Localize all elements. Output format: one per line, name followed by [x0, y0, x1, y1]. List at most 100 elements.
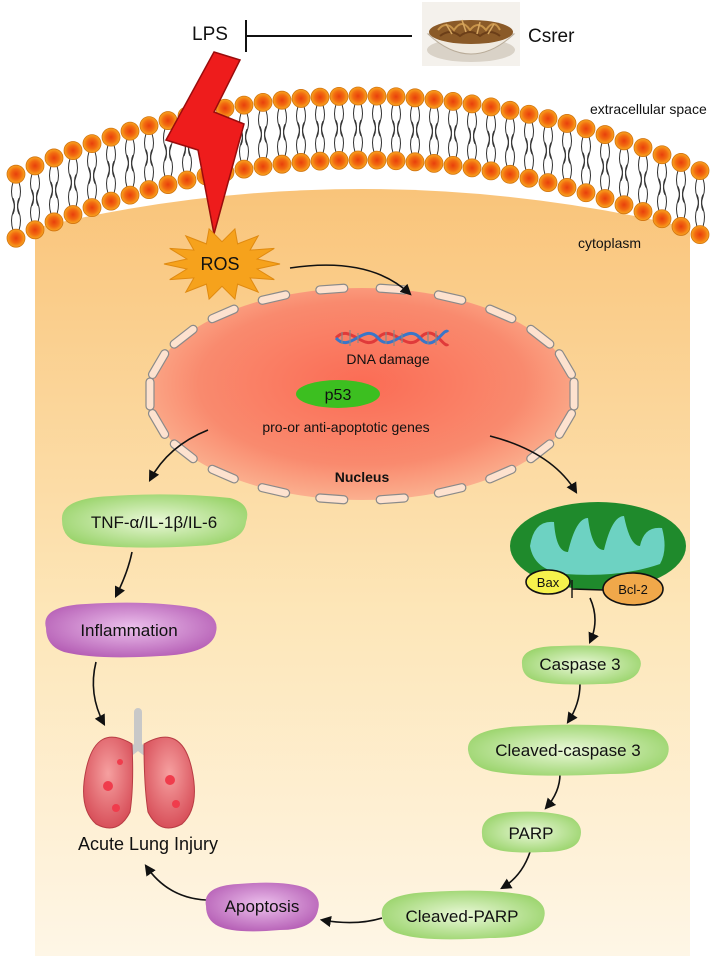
lipid-head	[82, 134, 102, 154]
lipid-head	[652, 145, 672, 165]
arrow-cleaved-parp	[544, 773, 561, 810]
lipid-head	[272, 154, 292, 174]
arrow-cytokines-inflammation	[114, 551, 133, 599]
lipid-head	[386, 87, 406, 107]
lipid-head	[63, 205, 83, 224]
mitochondrion-icon	[510, 502, 686, 590]
lipid-head	[557, 178, 577, 197]
parp-label: PARP	[508, 824, 553, 843]
lipid-head	[576, 119, 596, 139]
nuclear-pore-segment	[207, 464, 239, 484]
lipid-head	[462, 94, 482, 114]
lipid-head	[443, 92, 463, 111]
lung-injury-label: Acute Lung Injury	[78, 834, 218, 854]
lipid-head	[139, 180, 159, 200]
lipid-head	[633, 202, 653, 221]
dna-helix-icon	[334, 329, 450, 347]
lipid-head	[291, 153, 311, 172]
lipid-head	[367, 150, 387, 170]
herb-bowl-image	[422, 2, 520, 66]
bcl2-label: Bcl-2	[618, 582, 648, 597]
arrow-cleavedparp-apoptosis	[319, 916, 383, 928]
cell-membrane	[6, 86, 710, 248]
nuclear-pore-segment	[145, 377, 155, 411]
lipid-head	[519, 104, 539, 124]
parp-node	[481, 811, 581, 853]
bcl2-node	[602, 572, 664, 606]
lipid-head	[158, 175, 178, 194]
cleaved-parp-label: Cleaved-PARP	[405, 907, 518, 926]
arrow-mito-caspase3	[588, 597, 599, 645]
nuclear-pore-segment	[257, 483, 291, 498]
lightning-bolt-icon	[164, 51, 245, 235]
lipid-head	[614, 195, 634, 215]
lipid-head	[481, 161, 501, 181]
lipid-head	[310, 151, 330, 171]
cytokines-label: TNF-α/IL-1β/IL-6	[91, 513, 217, 532]
lipid-head	[462, 158, 482, 178]
arrow-caspase3-cleaved	[566, 683, 581, 724]
lipid-head	[500, 100, 520, 120]
lipid-head	[120, 121, 140, 141]
dna-damage-label: DNA damage	[346, 351, 429, 367]
cleaved-parp-node	[381, 890, 545, 940]
nuclear-pore-segment	[554, 349, 577, 380]
lipid-head	[405, 88, 425, 108]
nuclear-pore-segment	[433, 290, 467, 305]
lipid-head	[44, 148, 64, 168]
lps-label: LPS	[192, 24, 228, 45]
lipid-head	[101, 191, 121, 211]
lipid-head	[614, 131, 634, 151]
lipid-head	[63, 141, 83, 160]
bax-label: Bax	[537, 575, 560, 590]
nuclear-pore-segment	[526, 324, 555, 349]
nuclear-pore-segment	[207, 304, 239, 324]
lipid-head	[671, 217, 691, 236]
arrow-apoptosis-lung	[144, 864, 207, 901]
lipid-head	[177, 170, 197, 190]
lipid-head	[424, 89, 444, 109]
lipid-head	[253, 93, 273, 112]
ros-label: ROS	[200, 254, 239, 274]
lipid-head	[329, 86, 349, 106]
lipid-head	[443, 156, 463, 175]
inflammation-label: Inflammation	[80, 621, 177, 640]
nuclear-pore-segment	[554, 408, 577, 439]
nuclear-pore-segment	[147, 349, 170, 380]
nuclear-pore-segment	[169, 324, 198, 349]
lungs-icon	[83, 708, 195, 829]
caspase3-label: Caspase 3	[539, 655, 620, 674]
genes-label: pro-or anti-apoptotic genes	[262, 419, 429, 435]
lipid-head	[348, 86, 368, 106]
p53-label: p53	[325, 387, 352, 404]
cleaved-caspase3-node	[467, 724, 669, 776]
arrow-nucleus-cytokines	[148, 429, 209, 482]
lipid-head	[272, 90, 292, 110]
lipid-head	[253, 157, 273, 176]
lipid-head	[690, 225, 710, 245]
lipid-head	[595, 125, 615, 144]
lipid-head	[6, 164, 26, 184]
apoptosis-node	[205, 882, 319, 932]
lipid-head	[348, 150, 368, 170]
nuclear-pore-segment	[315, 493, 349, 505]
lipid-head	[671, 153, 691, 172]
lipid-head	[234, 95, 254, 115]
nuclear-pore-segment	[375, 493, 409, 505]
lipid-head	[557, 114, 577, 133]
lipid-head	[44, 212, 64, 232]
inhibitor-label: Csrer	[528, 26, 575, 47]
lipid-head	[519, 168, 539, 188]
apoptosis-label: Apoptosis	[225, 897, 300, 916]
lipid-head	[101, 127, 121, 147]
lipid-head	[310, 87, 330, 107]
lipid-head	[139, 116, 159, 136]
lipid-head	[25, 156, 45, 176]
p53-node	[296, 380, 380, 408]
nuclear-pore-segment	[569, 377, 579, 411]
lipid-head	[329, 150, 349, 170]
nuclear-pore-segment	[485, 464, 517, 484]
lipid-head	[405, 152, 425, 172]
